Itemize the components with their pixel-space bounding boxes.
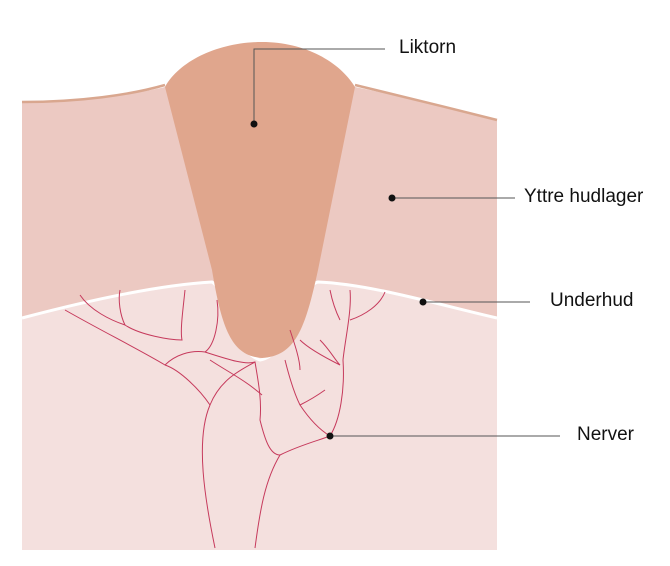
nerves [64,289,386,549]
corn-leader [253,48,385,124]
skin-surface [21,83,498,122]
label-epidermis: Yttre hudlager [524,186,644,207]
dermis-boundary [21,280,498,362]
label-nerves: Nerver [577,424,635,445]
label-dermis: Underhud [550,290,634,311]
marker-dots [250,120,427,440]
label-corn: Liktorn [399,37,457,58]
corn [165,42,355,358]
leader-lines [253,48,560,437]
dermis-layer [22,282,497,550]
